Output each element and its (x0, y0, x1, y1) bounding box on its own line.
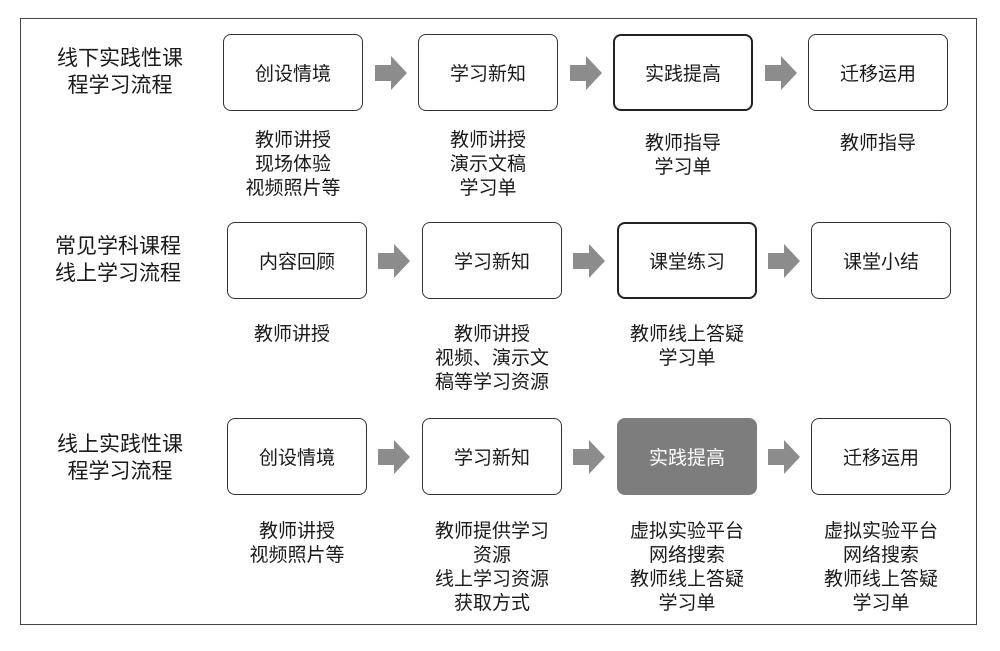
step-notes: 教师讲授 (253, 323, 330, 345)
step-box: 课堂小结 (811, 222, 951, 299)
step-box-highlighted: 实践提高 (613, 34, 753, 111)
row-label-online-practice: 线上实践性课 程学习流程 (57, 432, 183, 483)
step-notes: 教师讲授 现场体验 视频照片等 (245, 129, 341, 199)
step-notes: 教师讲授 演示文稿 学习单 (449, 129, 526, 199)
row-label-online-subject: 常见学科课程 线上学习流程 (55, 234, 181, 285)
step-box-filled: 实践提高 (617, 418, 757, 495)
right-arrow-icon (375, 56, 407, 90)
step-box: 创设情境 (223, 34, 363, 111)
diagram-frame (20, 18, 977, 625)
right-arrow-icon (570, 56, 602, 90)
right-arrow-icon (765, 56, 797, 90)
step-box: 学习新知 (422, 222, 562, 299)
step-notes: 教师指导 (839, 132, 916, 154)
step-box: 迁移运用 (811, 418, 951, 495)
step-notes: 教师讲授 视频、演示文 稿等学习资源 (434, 323, 549, 393)
step-box: 学习新知 (422, 418, 562, 495)
right-arrow-icon (378, 440, 410, 474)
right-arrow-icon (378, 244, 410, 278)
right-arrow-icon (768, 244, 800, 278)
right-arrow-icon (573, 440, 605, 474)
step-box: 迁移运用 (808, 34, 948, 111)
step-notes: 教师讲授 视频照片等 (249, 520, 345, 566)
right-arrow-icon (768, 440, 800, 474)
step-notes: 教师提供学习 资源 线上学习资源 获取方式 (434, 520, 549, 614)
step-box: 内容回顾 (227, 222, 367, 299)
step-notes: 教师指导 学习单 (644, 132, 721, 178)
step-box: 创设情境 (227, 418, 367, 495)
row-label-offline-practice: 线下实践性课 程学习流程 (57, 46, 183, 97)
step-notes: 虚拟实验平台 网络搜索 教师线上答疑 学习单 (823, 520, 938, 614)
right-arrow-icon (573, 244, 605, 278)
step-notes: 教师线上答疑 学习单 (629, 323, 744, 369)
step-box-highlighted: 课堂练习 (617, 222, 757, 299)
step-box: 学习新知 (418, 34, 558, 111)
step-notes: 虚拟实验平台 网络搜索 教师线上答疑 学习单 (629, 520, 744, 614)
